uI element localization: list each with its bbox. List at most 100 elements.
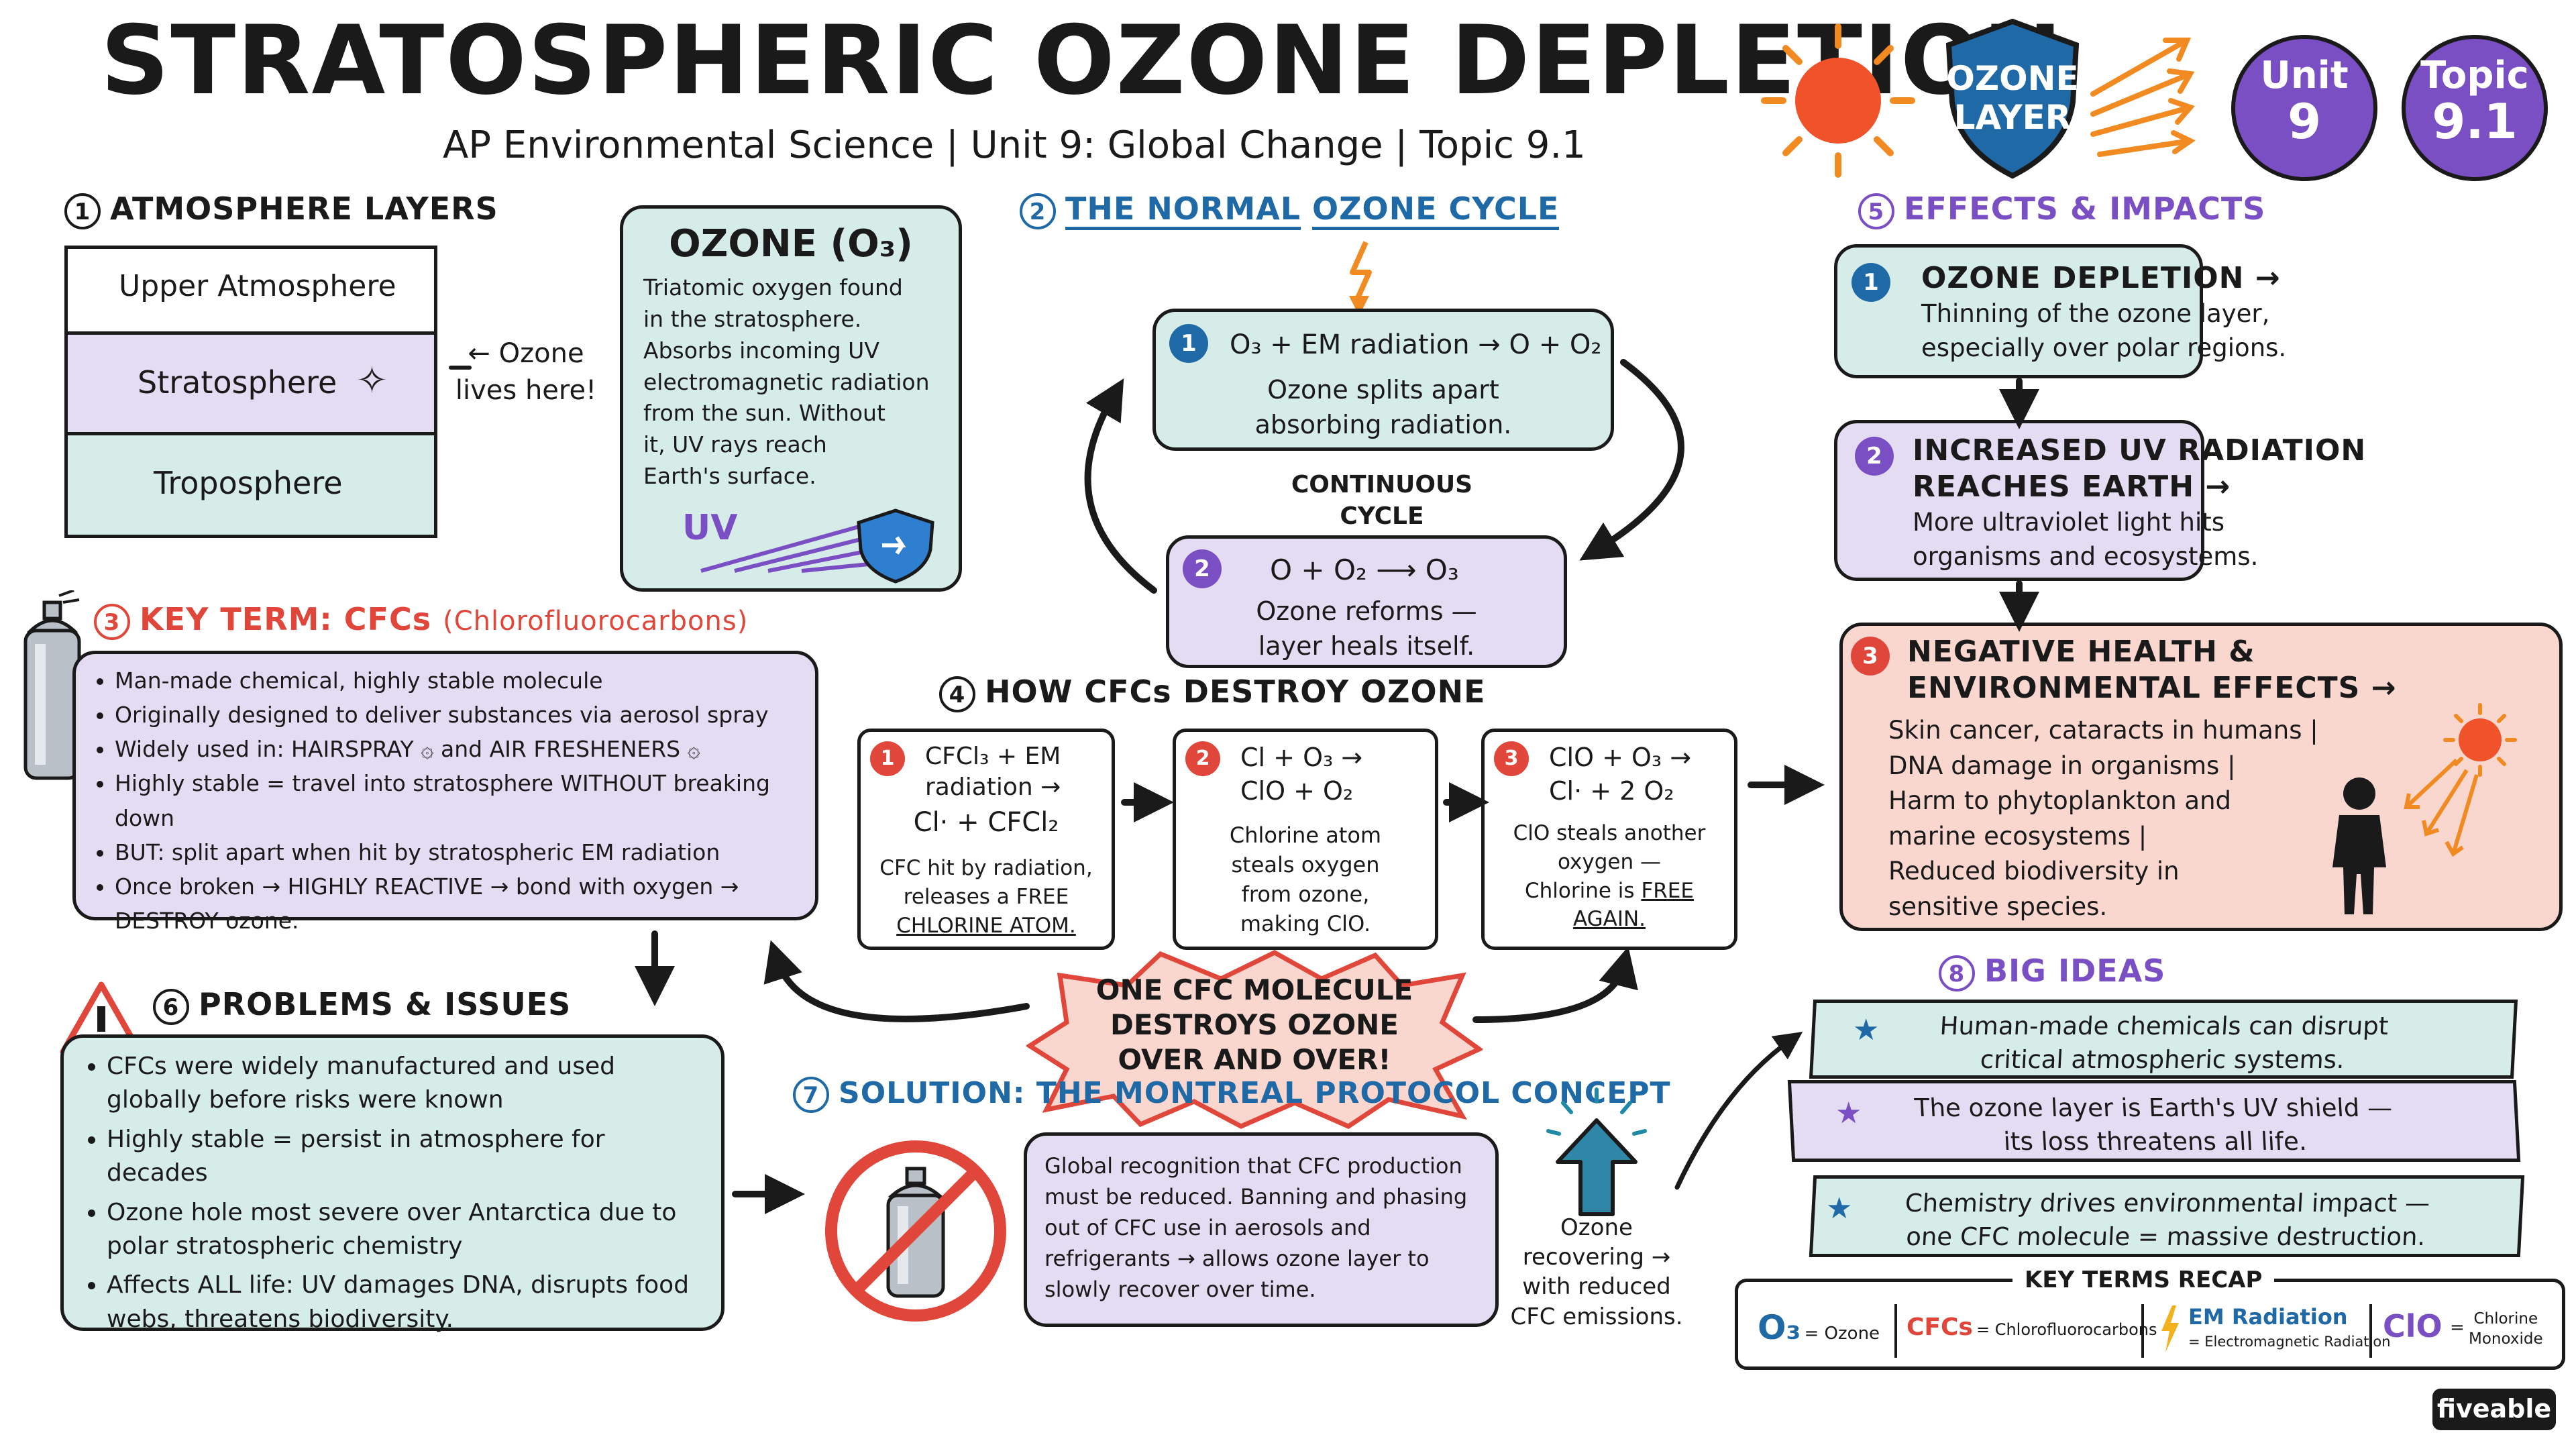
recap-cfcs-symbol: CFCs [1907, 1313, 1973, 1341]
effect-3-title2: ENVIRONMENTAL EFFECTS → [1907, 670, 2397, 705]
recover-line: recovering → [1522, 1244, 1671, 1271]
ozone-note-line1: ← Ozone [468, 338, 584, 369]
solution-heading: 7 SOLUTION: THE MONTREAL PROTOCOL CONCEPT [793, 1076, 1671, 1113]
effect-3-line: marine ecosystems | [1888, 821, 2147, 851]
section-3-number: 3 [94, 603, 130, 640]
destroy-step-1-eq2: radiation → [925, 773, 1061, 801]
cycle-step-1-text: Ozone splits apart absorbing radiation. [1156, 372, 1611, 443]
big-idea-2-line2: its loss threatens all life. [2002, 1126, 2308, 1156]
cfcs-bullet: Widely used in: HAIRSPRAY ۞ and AIR FRES… [115, 732, 802, 766]
big-idea-2-line1: The ozone layer is Earth's UV shield — [1913, 1093, 2394, 1122]
destroy-step-3-t3-row: Chlorine is FREE [1485, 877, 1734, 906]
effect-3-title: NEGATIVE HEALTH & ENVIRONMENTAL EFFECTS … [1907, 634, 2397, 706]
layer-stratosphere: Stratosphere ✧ [68, 335, 434, 435]
topic-badge: Topic 9.1 [2402, 35, 2548, 181]
cfcs-bullet: Man-made chemical, highly stable molecul… [115, 663, 802, 698]
destroy-title: HOW CFCs DESTROY OZONE [985, 674, 1486, 710]
solution-title: SOLUTION: THE MONTREAL PROTOCOL CONCEPT [839, 1076, 1671, 1110]
burst-line2: DESTROYS OZONE [1110, 1008, 1399, 1042]
section-4-number: 4 [939, 676, 975, 712]
effect-1-card [1834, 244, 2203, 378]
burst-line1: ONE CFC MOLECULE [1095, 973, 1413, 1006]
destroy-step-2-t1: Chlorine atom [1229, 822, 1382, 848]
destroy-step-2-number: 2 [1185, 741, 1220, 776]
destroy-step-1-eq3: Cl· + CFCl₂ [913, 807, 1059, 838]
ozone-card-text: Triatomic oxygen found in the stratosphe… [643, 272, 938, 492]
problems-card: CFCs were widely manufactured and used g… [60, 1034, 724, 1333]
ozone-shield-icon [1945, 18, 2080, 179]
destroy-step-1-t3: CHLORINE ATOM. [896, 913, 1076, 938]
effect-2-line1: More ultraviolet light hits [1913, 508, 2225, 537]
effect-3-number: 3 [1851, 637, 1890, 676]
recover-line: with reduced [1522, 1273, 1671, 1301]
effect-2-title1: INCREASED UV RADIATION [1913, 433, 2367, 468]
recap-cfcs: CFCs = Chlorofluorocarbons [1907, 1313, 2157, 1341]
big-ideas-title: BIG IDEAS [1984, 953, 2166, 989]
ozone-lives-here-note: ← Ozone lives here! [445, 335, 606, 409]
star-icon: ★ [1835, 1096, 1862, 1130]
effect-1-title: OZONE DEPLETION → [1921, 261, 2281, 295]
effect-3-line: sensitive species. [1888, 892, 2108, 921]
effect-3-text: Skin cancer, cataracts in humans | DNA d… [1888, 713, 2318, 924]
ozone-line: Triatomic oxygen found [643, 274, 903, 301]
cycle-step-2-line1: Ozone reforms — [1256, 596, 1477, 626]
page-title: STRATOSPHERIC OZONE DEPLETION [101, 5, 2064, 116]
big-idea-3-line1: Chemistry drives environmental impact — [1904, 1189, 2431, 1218]
effect-3-card: 3 NEGATIVE HEALTH & ENVIRONMENTAL EFFECT… [1839, 623, 2563, 931]
recap-em-definition: = Electromagnetic Radiation [2188, 1334, 2391, 1350]
lightning-icon [2161, 1305, 2179, 1352]
solution-line: slowly recover over time. [1044, 1277, 1316, 1303]
big-idea-1-line1: Human-made chemicals can disrupt [1939, 1012, 2390, 1040]
ozone-line: Absorbs incoming UV [643, 337, 879, 364]
recovery-to-big-ideas-arrow [1674, 1031, 1803, 1190]
problems-title: PROBLEMS & ISSUES [199, 986, 572, 1022]
recap-o3-definition: = Ozone [1804, 1324, 1880, 1344]
destroy-step-3-t5: AGAIN. [1572, 907, 1646, 932]
destroy-step-1-t2: releases a FREE [903, 884, 1069, 909]
recap-divider [2369, 1304, 2372, 1358]
effect-3-line: DNA damage in organisms | [1888, 751, 2236, 780]
effect-1-number: 1 [1851, 263, 1890, 302]
recap-clo-symbol: ClO [2383, 1308, 2443, 1344]
destroy-step-3-t4: FREE [1641, 878, 1694, 903]
cycle-step-1-number: 1 [1169, 324, 1208, 363]
destroy-step-3-card: 3 ClO + O₃ → Cl· + 2 O₂ ClO steals anoth… [1481, 729, 1737, 950]
recap-divider [1894, 1304, 1897, 1358]
effect-2-number: 2 [1855, 437, 1894, 476]
brand-logo: fiveable [2432, 1389, 2556, 1430]
destroy-step-3-t2: oxygen — [1558, 849, 1661, 874]
cycle-step-1-line1: Ozone splits apart [1267, 375, 1499, 405]
section-2-number: 2 [1020, 193, 1056, 229]
solution-line: Global recognition that CFC production [1044, 1153, 1462, 1179]
effect-1-line1: Thinning of the ozone layer, [1921, 299, 2270, 328]
layer-upper-label: Upper Atmosphere [119, 269, 396, 303]
cfcs-bullets: Man-made chemical, highly stable molecul… [85, 663, 802, 904]
section-7-number: 7 [793, 1077, 829, 1113]
effect-1-text: Thinning of the ozone layer, especially … [1921, 297, 2286, 365]
destroy-step-1-text: CFC hit by radiation, releases a FREE CH… [861, 854, 1112, 940]
layer-upper-atmosphere: Upper Atmosphere [68, 249, 434, 335]
burst-text: ONE CFC MOLECULE DESTROYS OZONE OVER AND… [1026, 973, 1483, 1077]
destroy-step-3-text: ClO steals another oxygen — Chlorine is … [1485, 819, 1734, 934]
uv-label: UV [682, 508, 738, 548]
solution-text: Global recognition that CFC production m… [1044, 1150, 1478, 1305]
big-idea-3: Chemistry drives environmental impact — … [1809, 1175, 2525, 1257]
recap-em-symbol: EM Radiation [2188, 1304, 2348, 1330]
key-terms-recap-heading: KEY TERMS RECAP [2012, 1267, 2275, 1293]
effect-3-title1: NEGATIVE HEALTH & [1907, 635, 2255, 669]
destroy-step-3-eq2: Cl· + 2 O₂ [1549, 776, 1674, 806]
topic-badge-label: Topic [2420, 54, 2529, 97]
cfcs-title-paren: (Chlorofluorocarbons) [443, 606, 749, 637]
destroy-step-2-t3: from ozone, [1241, 881, 1370, 908]
recover-line: Ozone [1560, 1214, 1633, 1241]
lightning-icon [1349, 241, 1372, 316]
layer-troposphere-label: Troposphere [154, 465, 343, 501]
no-aerosol-icon [825, 1140, 1006, 1322]
burst-loop-left-arrow [763, 940, 1030, 1022]
destroy-step-1-card: 1 CFCl₃ + EM radiation → Cl· + CFCl₂ CFC… [857, 729, 1115, 950]
recap-cfcs-definition: = Chlorofluorocarbons [1976, 1320, 2157, 1339]
cfcs-bullet: Highly stable = travel into stratosphere… [115, 766, 802, 835]
